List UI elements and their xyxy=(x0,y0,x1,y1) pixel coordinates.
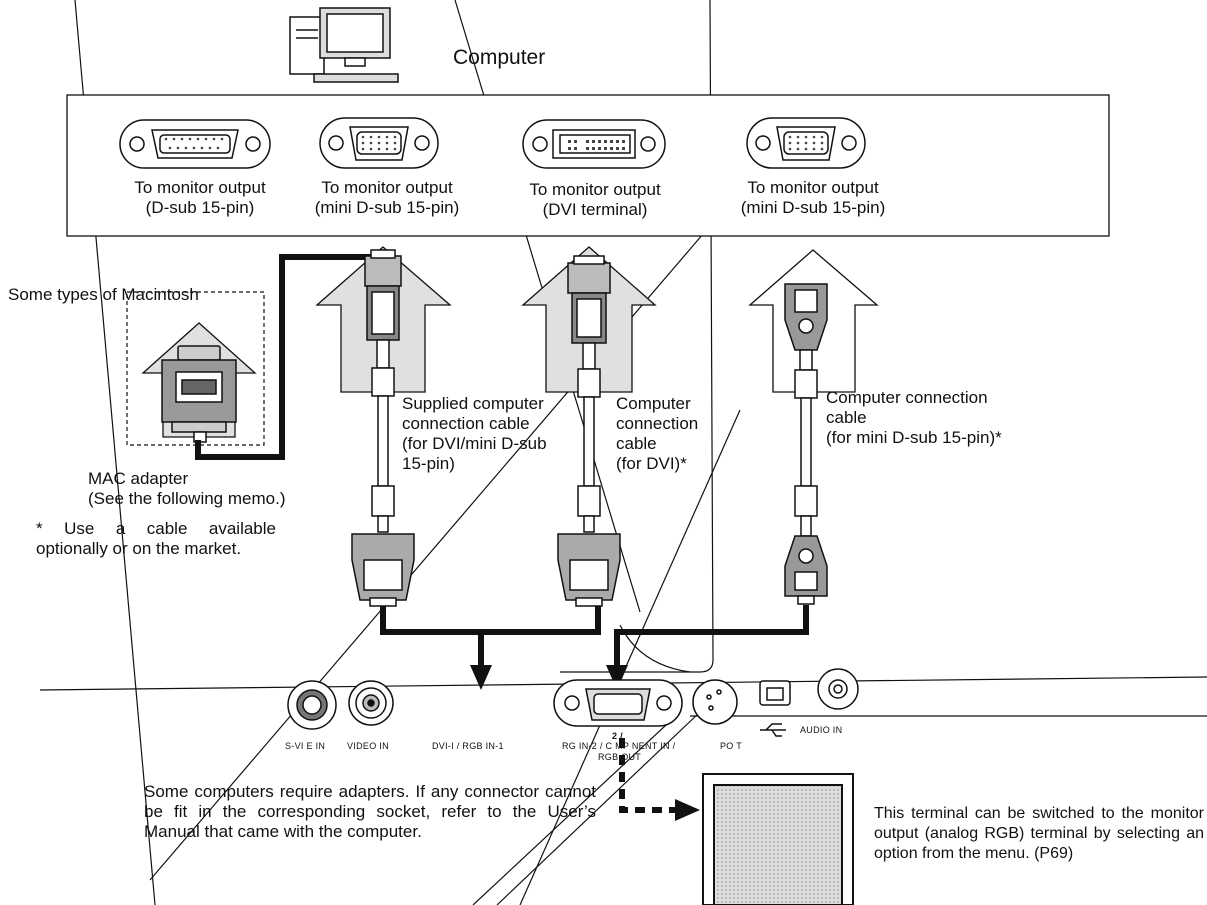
dvi-cable-label-line3: cable xyxy=(616,434,657,453)
mini-cable-label-line1: Computer connection xyxy=(826,388,988,407)
mac-adapter-label-line2: (See the following memo.) xyxy=(88,489,286,508)
port-terminal xyxy=(692,679,738,725)
dashed-arrow xyxy=(619,738,680,813)
adapter-note: Some computers require adapters. If any … xyxy=(144,782,596,841)
arrow-heads xyxy=(470,665,628,690)
port-label-dvi-title: To monitor output xyxy=(529,180,661,199)
mac-adapter-label-line1: MAC adapter xyxy=(88,469,189,488)
supplied-cable-label: Supplied computer connection cable (for … xyxy=(402,394,547,474)
label-audio-in: AUDIO IN xyxy=(800,725,843,735)
mac-adapter-label: MAC adapter (See the following memo.) xyxy=(88,469,285,509)
computer-label: Computer xyxy=(453,46,546,69)
dvi-cable-label-line2: connection xyxy=(616,414,699,433)
s-video-terminal xyxy=(287,680,337,730)
monitor-icon xyxy=(702,773,854,905)
mini-cable-label: Computer connection cable (for mini D-su… xyxy=(826,388,1002,448)
label-port: PO T xyxy=(720,741,743,751)
label-video-in: VIDEO IN xyxy=(347,741,389,751)
label-rgb-in-2: RG IN-2 / C MP NENT IN / xyxy=(562,741,676,751)
port-label-dsub: To monitor output (D-sub 15-pin) xyxy=(110,178,290,218)
label-svideo-in: S-VI E IN xyxy=(285,741,326,751)
port-label-mini-dsub-1-sub: (mini D-sub 15-pin) xyxy=(314,198,460,217)
port-label-dvi-sub: (DVI terminal) xyxy=(542,200,648,219)
rgb-in-2-terminal xyxy=(553,679,683,727)
port-label-mini-dsub-2: To monitor output (mini D-sub 15-pin) xyxy=(718,178,908,218)
supplied-cable-label-line4: 15-pin) xyxy=(402,454,455,473)
dvi-port-icon xyxy=(522,119,666,169)
footnote: * Use a cable available optionally or on… xyxy=(36,519,276,558)
mac-adapter-icon xyxy=(161,345,237,443)
macintosh-label: Some types of Macintosh xyxy=(8,285,199,304)
label-rgb-out: RGB OUT xyxy=(598,752,642,762)
dvi-cable-label-line4: (for DVI)* xyxy=(616,454,687,473)
port-label-mini-dsub-2-sub: (mini D-sub 15-pin) xyxy=(740,198,886,217)
switch-note: This terminal can be switched to the mon… xyxy=(874,805,1204,862)
port-label-mini-dsub-2-title: To monitor output xyxy=(747,178,879,197)
video-terminal xyxy=(348,680,394,726)
supplied-cable-label-line3: (for DVI/mini D-sub xyxy=(402,434,547,453)
port-label-dvi: To monitor output (DVI terminal) xyxy=(505,180,685,220)
port-label-mini-dsub-1: To monitor output (mini D-sub 15-pin) xyxy=(292,178,482,218)
supplied-cable-label-line2: connection cable xyxy=(402,414,530,433)
dvi-cable-label-line1: Computer xyxy=(616,394,691,413)
vga-dsub-port-icon xyxy=(119,119,271,169)
label-rgb-in-2-top: 2 / xyxy=(612,731,623,741)
dvi-cable xyxy=(557,255,621,607)
usb-icon xyxy=(760,723,786,737)
audio-terminal xyxy=(817,668,859,710)
supplied-cable xyxy=(351,249,415,607)
computer-icon xyxy=(289,7,399,83)
port-label-dsub-title: To monitor output xyxy=(134,178,266,197)
port-label-mini-dsub-1-title: To monitor output xyxy=(321,178,453,197)
supplied-cable-label-line1: Supplied computer xyxy=(402,394,544,413)
mini-cable xyxy=(784,283,828,605)
mini-cable-label-line3: (for mini D-sub 15-pin)* xyxy=(826,428,1002,447)
port-pins xyxy=(164,135,824,151)
usb-terminal xyxy=(759,680,791,706)
dvi-cable-label: Computer connection cable (for DVI)* xyxy=(616,394,698,474)
label-dvi-rgb-in-1: DVI-I / RGB IN-1 xyxy=(432,741,504,751)
port-label-dsub-sub: (D-sub 15-pin) xyxy=(145,198,255,217)
mini-cable-label-line2: cable xyxy=(826,408,867,427)
